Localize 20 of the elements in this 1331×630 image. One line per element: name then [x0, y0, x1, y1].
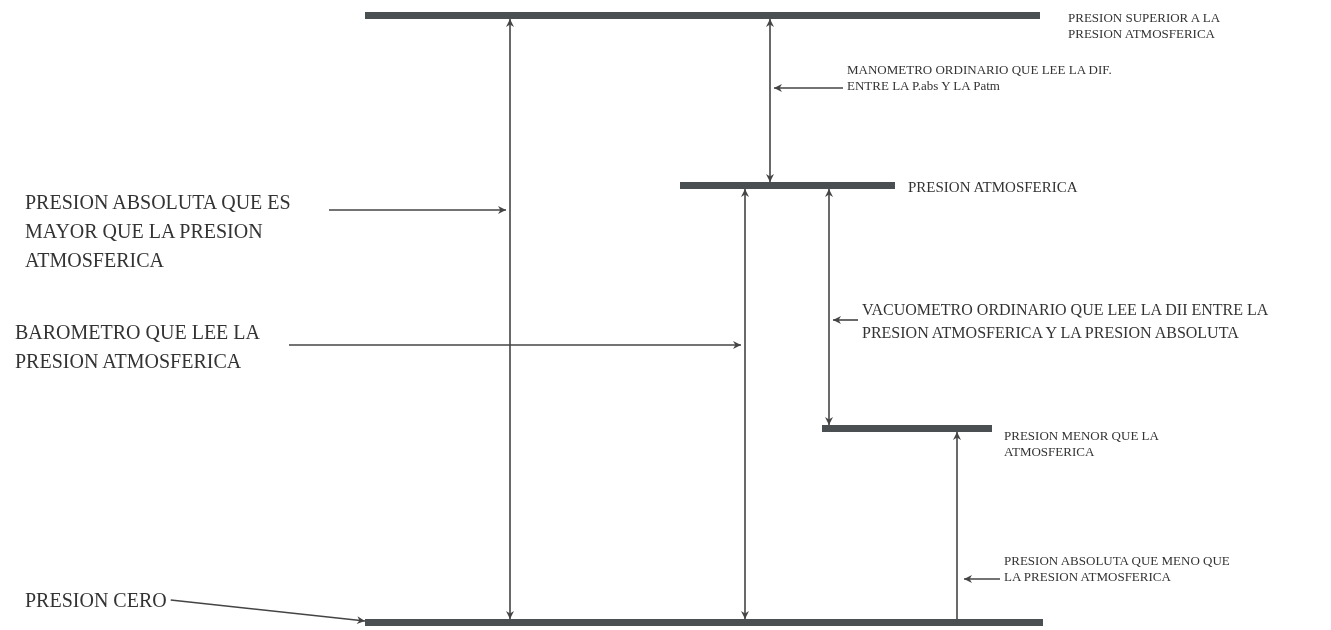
leader-arrow	[328, 206, 507, 214]
measure-arrow	[506, 18, 514, 620]
callout-text: PRESION CERO	[25, 588, 167, 613]
level-label: PRESION ATMOSFERICA	[908, 178, 1079, 196]
leader-arrow	[963, 575, 1001, 583]
measure-arrow	[825, 188, 833, 426]
callout-text: VACUOMETRO ORDINARIO QUE LEE LA DII ENTRE LA PRESION ATMOSFERICA Y LA PRESION ABSOLUTA	[862, 298, 1302, 345]
level-label: PRESION MENOR QUE LA ATMOSFERICA	[1004, 428, 1160, 460]
measure-arrow	[953, 431, 961, 620]
leader-arrow	[169, 599, 366, 625]
leader-arrow	[288, 341, 742, 349]
leader-arrow	[773, 84, 844, 92]
measure-arrow	[766, 18, 774, 183]
callout-text: MANOMETRO ORDINARIO QUE LEE LA DIF. ENTRE LA P.abs Y LA Patm	[847, 62, 1147, 95]
measure-arrow	[741, 188, 749, 620]
callout-text: PRESION ABSOLUTA QUE ES MAYOR QUE LA PRESION ATMOSFERICA	[25, 188, 325, 275]
leader-arrow	[832, 316, 859, 324]
callout-text: BAROMETRO QUE LEE LA PRESION ATMOSFERICA	[15, 318, 285, 376]
callout-text: PRESION ABSOLUTA QUE MENO QUE LA PRESION ATMOSFERICA	[1004, 553, 1234, 586]
level-label: PRESION SUPERIOR A LA PRESION ATMOSFERICA	[1068, 10, 1221, 42]
